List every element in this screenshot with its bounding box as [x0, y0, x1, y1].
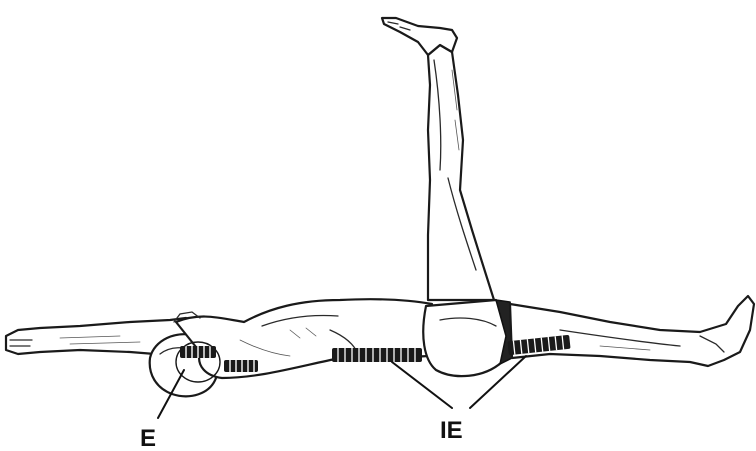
- hip: [423, 300, 510, 376]
- extended-leg: [510, 296, 754, 366]
- torso: [176, 299, 432, 378]
- raised-leg: [428, 45, 494, 300]
- label-ie: IE: [440, 417, 463, 444]
- electrode-e-back: [224, 360, 258, 372]
- label-e: E: [140, 425, 156, 451]
- electrode-ie-lower-back: [332, 348, 422, 362]
